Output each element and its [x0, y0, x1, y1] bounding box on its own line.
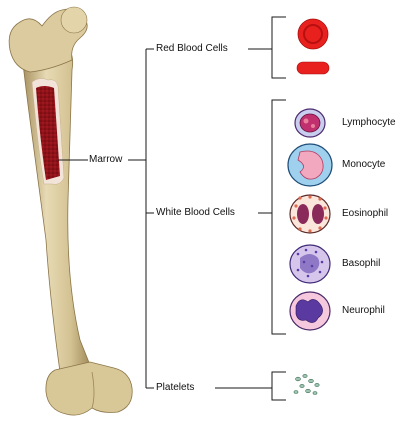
- platelets-label: Platelets: [156, 382, 194, 393]
- platelets-icon: [294, 374, 319, 394]
- monocyte-cell-icon: [288, 144, 332, 186]
- lymphocyte-cell-icon: [295, 109, 325, 137]
- red-blood-cells-label: Red Blood Cells: [156, 43, 228, 54]
- neurophil-label: Neurophil: [342, 305, 385, 316]
- eosinophil-label: Eosinophil: [342, 208, 388, 219]
- red-blood-cell-icon: [297, 19, 329, 74]
- eosinophil-cell-icon: [290, 195, 330, 233]
- monocyte-label: Monocyte: [342, 159, 385, 170]
- lymphocyte-label: Lymphocyte: [342, 117, 396, 128]
- neutrophil-cell-icon: [290, 292, 330, 330]
- basophil-cell-icon: [290, 245, 330, 283]
- femur-bone: [9, 7, 132, 415]
- marrow-label: Marrow: [89, 154, 122, 165]
- basophil-label: Basophil: [342, 258, 380, 269]
- white-blood-cells-label: White Blood Cells: [156, 207, 235, 218]
